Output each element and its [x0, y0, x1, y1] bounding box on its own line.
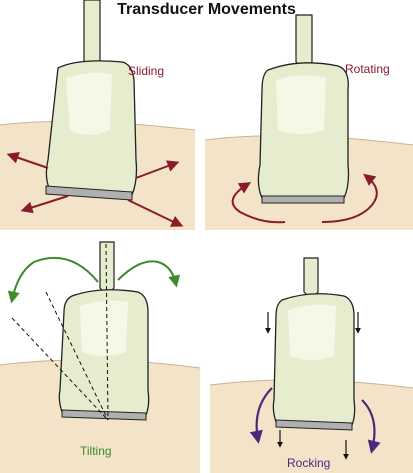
panel-rotating: Rotating	[204, 14, 413, 230]
panel-sliding: Sliding	[0, 0, 196, 230]
transducer-cable	[303, 257, 319, 297]
rock-arrow-left	[249, 387, 273, 444]
label-rocking: Rocking	[287, 456, 330, 470]
rotate-arrow-left	[231, 182, 286, 224]
label-rotating: Rotating	[345, 62, 390, 76]
transducer-cable	[83, 0, 101, 68]
slide-arrow-right	[135, 160, 180, 179]
diagram-title: Transducer Movements	[117, 1, 296, 18]
tilt-arrow-left	[7, 257, 99, 304]
transducer-face	[275, 419, 353, 431]
slide-arrow-left	[6, 152, 49, 169]
rotate-arrow-right	[321, 173, 378, 223]
transducer-highlight	[276, 75, 326, 134]
tilt-line-mid	[45, 291, 109, 421]
transducer-highlight	[66, 72, 112, 135]
tilt-line-left	[11, 317, 109, 421]
transducer-cable	[295, 14, 313, 67]
tilt-arrow-right	[117, 260, 181, 288]
slide-arrow-down-left	[20, 195, 69, 214]
label-sliding: Sliding	[128, 64, 164, 78]
transducer-face	[45, 185, 133, 201]
tilt-line-center	[105, 243, 109, 421]
transducer-cable	[99, 241, 115, 293]
transducer-highlight	[288, 304, 336, 360]
panel-tilting: Tilting	[0, 241, 201, 473]
rock-arrow-right	[361, 399, 381, 454]
label-tilting: Tilting	[80, 444, 112, 458]
transducer-face	[61, 409, 147, 421]
slide-arrow-down-right	[127, 199, 184, 227]
panel-rocking: Rocking	[209, 257, 413, 473]
transducer-face	[261, 195, 345, 204]
transducer-highlight	[80, 300, 128, 356]
